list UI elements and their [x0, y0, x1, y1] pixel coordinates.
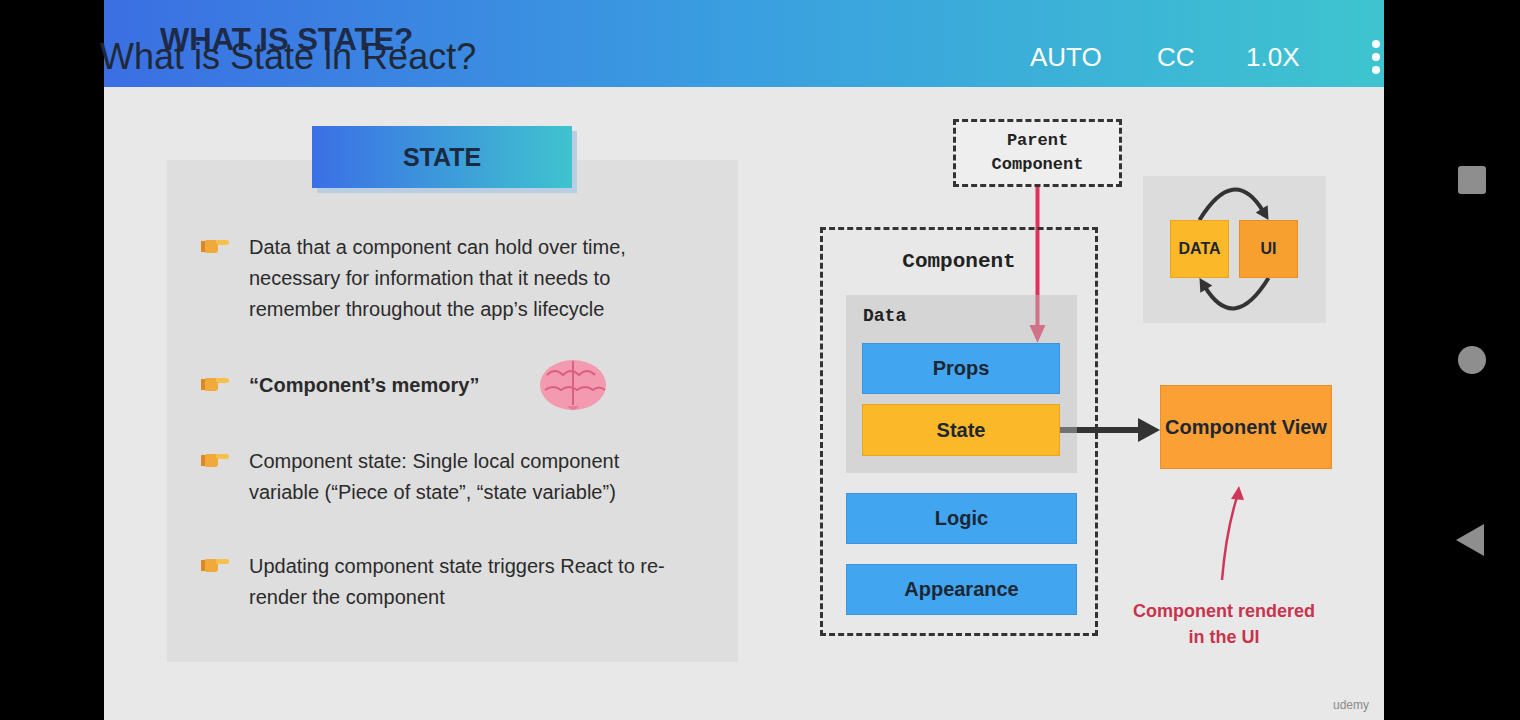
- box-label: DATA: [1178, 240, 1220, 258]
- panel-heading-band: STATE: [312, 126, 572, 188]
- box-label: Props: [933, 357, 990, 380]
- hand-pointer: [201, 240, 229, 253]
- component-view-box: Component View: [1160, 385, 1332, 469]
- box-label: State: [937, 419, 986, 442]
- hand-pointer: [201, 454, 229, 467]
- player-control: 1.0X: [1246, 42, 1300, 73]
- leader-head: [1231, 486, 1244, 500]
- appearance-box: Appearance: [846, 564, 1077, 615]
- arrow-head: [1256, 205, 1269, 220]
- box-label: Appearance: [904, 578, 1019, 601]
- nav-back: [1456, 524, 1484, 556]
- box-label: Component View: [1165, 414, 1327, 440]
- data-box: DATA: [1170, 220, 1229, 278]
- connector-line: [1205, 278, 1269, 308]
- connector: [1200, 278, 1269, 308]
- component-box: ComponentDataPropsStateLogicAppearance: [820, 227, 1098, 636]
- nav-circle: [1458, 346, 1486, 374]
- hand-pointer: [201, 559, 229, 572]
- menu-dot: [1372, 40, 1380, 48]
- connector-line: [1200, 190, 1264, 220]
- data-group-box: DataPropsState: [846, 295, 1077, 473]
- player-control: CC: [1157, 42, 1195, 73]
- logic-box: Logic: [846, 493, 1077, 544]
- bullet-text: “Component’s memory”: [249, 370, 694, 401]
- connector: [1200, 190, 1269, 220]
- leader-line: [1222, 497, 1237, 580]
- bullet-text: Component state: Single local component …: [249, 446, 694, 508]
- box-label: Parent Component: [983, 129, 1093, 177]
- box-heading: Data: [846, 295, 1077, 326]
- overlay-heading: WHAT IS STATE?: [160, 22, 413, 58]
- info-panel: Data that a component can hold over time…: [167, 160, 738, 662]
- cycle-backdrop: [1143, 176, 1326, 323]
- box-heading: Component: [823, 230, 1095, 273]
- brain-icon: [540, 360, 606, 410]
- bullet-text: Data that a component can hold over time…: [249, 232, 694, 325]
- menu-dot: [1372, 53, 1380, 61]
- arrow-head: [1138, 418, 1160, 442]
- menu-dot: [1372, 66, 1380, 74]
- props-box: Props: [862, 343, 1060, 394]
- box-label: Logic: [935, 507, 988, 530]
- state-box: State: [862, 404, 1060, 456]
- bullet-text: Updating component state triggers React …: [249, 551, 694, 613]
- annotation: Component rendered in the UI: [1124, 598, 1324, 650]
- nav-square: [1458, 166, 1486, 194]
- parent-component-box: Parent Component: [953, 119, 1122, 187]
- watermark: udemy: [1333, 698, 1369, 712]
- hand-pointer: [201, 378, 229, 391]
- box-label: UI: [1261, 240, 1277, 258]
- player-control: AUTO: [1030, 42, 1102, 73]
- arrow-head: [1200, 278, 1213, 293]
- panel-heading: STATE: [403, 143, 481, 172]
- ui-box: UI: [1239, 220, 1298, 278]
